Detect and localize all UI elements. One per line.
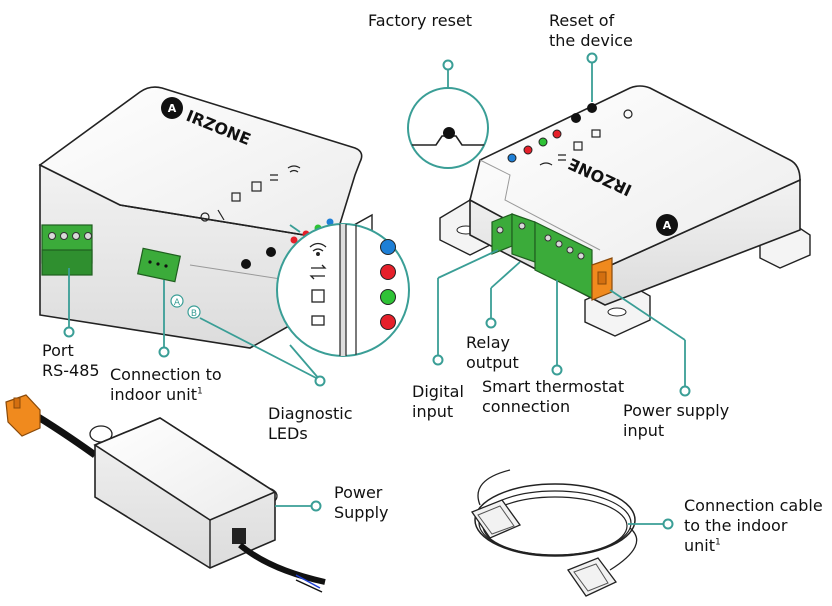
transfer-arrows-icon — [558, 154, 566, 161]
callout-lines — [63, 52, 691, 530]
reset-button[interactable] — [241, 259, 251, 269]
led — [507, 153, 517, 163]
factory-reset-button[interactable] — [571, 113, 581, 123]
reset-icon — [623, 109, 633, 119]
transfer-arrows-icon — [270, 174, 278, 181]
wifi-icon — [539, 162, 553, 166]
factory-reset-button[interactable] — [266, 247, 276, 257]
led-red — [380, 314, 396, 330]
diagnostic-leds-zoom — [276, 223, 410, 357]
label-reset-device-line1: Reset of — [549, 11, 615, 30]
label-cable-line1: Connection cable — [684, 496, 823, 515]
indoor-unit-connector — [137, 247, 181, 283]
indoor-unit-cable — [471, 469, 638, 597]
wifi-icon — [309, 242, 327, 252]
smart-thermostat-terminal — [534, 221, 593, 299]
battery-icon — [591, 129, 601, 138]
orange-connector — [5, 394, 41, 437]
chip-icon — [311, 289, 325, 303]
label-digital-line1: Digital — [412, 382, 464, 401]
label-smart-thermostat-line1: Smart thermostat — [482, 377, 625, 396]
power-supply-unit — [5, 394, 326, 593]
label-power-line2: Supply — [334, 503, 389, 522]
battery-icon — [311, 315, 325, 326]
svg-text:A: A — [663, 219, 672, 232]
label-diagnostic-line1: Diagnostic — [268, 404, 353, 423]
reset-icon — [200, 212, 210, 222]
cable-connector — [471, 499, 521, 539]
label-indoor-connection-line2: indoor unit1 — [110, 385, 203, 404]
wifi-icon — [287, 165, 301, 173]
label-factory-reset: Factory reset — [368, 11, 473, 30]
chip-icon — [573, 141, 583, 151]
label-smart-thermostat-line2: connection — [482, 397, 571, 416]
led-blue — [380, 239, 396, 255]
led — [538, 137, 548, 147]
led — [326, 218, 334, 226]
factory-reset-zoom — [407, 87, 489, 169]
svg-text:B: B — [191, 309, 197, 319]
label-power-line1: Power — [334, 483, 383, 502]
led-red — [380, 264, 396, 280]
label-psu-input-line2: input — [623, 421, 665, 440]
relay-output-terminal — [511, 213, 536, 263]
svg-text:A: A — [174, 298, 181, 308]
label-relay-line2: output — [466, 353, 519, 372]
label-psu-input-line1: Power supply — [623, 401, 730, 420]
label-reset-device-line2: the device — [549, 31, 633, 50]
led-green — [380, 289, 396, 305]
label-indoor-connection-line1: Connection to — [110, 365, 222, 384]
power-supply-terminal — [591, 257, 613, 301]
label-cable-line2: to the indoor — [684, 516, 788, 535]
chip-icon — [251, 181, 262, 192]
battery-icon — [231, 192, 241, 202]
led — [552, 129, 562, 139]
label-relay-line1: Relay — [466, 333, 510, 352]
pin-markers: A B — [170, 294, 201, 319]
label-port-line1: Port — [42, 341, 74, 360]
status-icons-row — [200, 165, 301, 222]
label-port-line2: RS-485 — [42, 361, 100, 380]
label-digital-line2: input — [412, 402, 454, 421]
reset-button[interactable] — [587, 103, 597, 113]
status-icons-row — [539, 109, 633, 166]
link-icon — [217, 209, 225, 221]
svg-text:A: A — [168, 102, 177, 115]
label-cable-line3: unit1 — [684, 536, 721, 555]
led — [290, 236, 298, 244]
cable-connector — [567, 557, 618, 597]
transfer-arrows-icon — [309, 264, 327, 280]
led — [523, 145, 533, 155]
right-device: IRZONE A — [439, 85, 811, 337]
label-diagnostic-line2: LEDs — [268, 424, 308, 443]
rs485-terminal-block — [41, 224, 93, 276]
